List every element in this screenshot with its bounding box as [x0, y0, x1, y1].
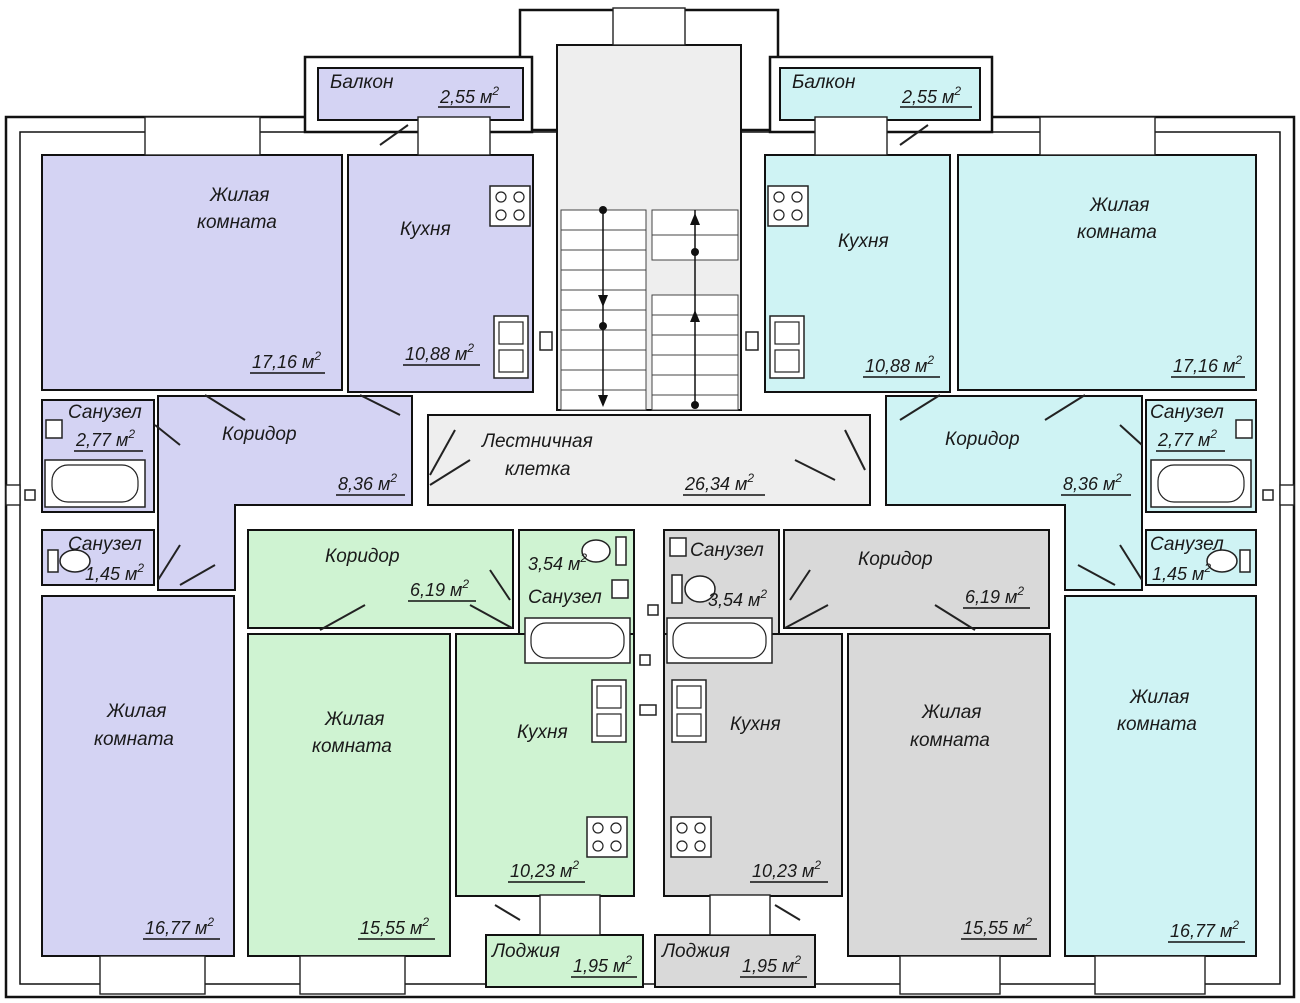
bathroom-bottom-right-area: 3,54 м2: [708, 587, 767, 610]
bathtub-icon: [666, 617, 773, 664]
corridor-bottom-right: [783, 529, 1050, 629]
toilet-icon: [47, 549, 91, 573]
kitchen-bottom-left-name: Кухня: [517, 722, 568, 743]
corridor-top-right-name: Коридор: [945, 429, 1020, 450]
stair-hall-name2: клетка: [505, 459, 570, 480]
living-room-top-left-area: 17,16 м2: [252, 349, 321, 372]
toilet-icon: [671, 574, 716, 604]
wc-left-area: 1,45 м2: [85, 561, 144, 584]
kitchen-top-right-area: 10,88 м2: [865, 353, 934, 376]
living-room-bottom-left: [41, 595, 235, 957]
living-room-bottom-left-area: 16,77 м2: [145, 915, 214, 938]
living-room-bottom-right-name2: комната: [1117, 714, 1197, 735]
corridor-bottom-left: [247, 529, 514, 629]
living-room-bottom-middle-left-area: 15,55 м2: [360, 915, 429, 938]
balcony-right: [779, 67, 981, 121]
kitchen-top-left-area: 10,88 м2: [405, 341, 474, 364]
balcony-right-name: Балкон: [792, 72, 856, 93]
stove-icon: [670, 816, 712, 858]
stair-hall: [427, 414, 871, 506]
corridor-bottom-left-name: Коридор: [325, 546, 400, 567]
living-room-bottom-right-area: 16,77 м2: [1170, 918, 1239, 941]
windows: [5, 7, 1295, 995]
kitchen-bottom-right-area: 10,23 м2: [752, 858, 821, 881]
loggia-left-area: 1,95 м2: [573, 953, 632, 976]
stove-icon: [489, 185, 531, 227]
wc-left-name: Санузел: [68, 534, 142, 555]
corridor-bottom-right-name: Коридор: [858, 549, 933, 570]
living-room-bottom-left-name2: комната: [94, 729, 174, 750]
living-room-bottom-left-name: Жилая: [106, 701, 166, 722]
bathroom-top-right-name: Санузел: [1150, 402, 1224, 423]
living-room-top-left-name2: комната: [197, 212, 277, 233]
kitchen-bottom-left-area: 10,23 м2: [510, 858, 579, 881]
corridor-top-right-area: 8,36 м2: [1063, 471, 1122, 494]
sink-icon: [769, 315, 805, 379]
stairs: [560, 206, 739, 411]
fixtures: [44, 185, 1253, 858]
living-room-bottom-right: [1064, 595, 1257, 957]
balcony-left-name: Балкон: [330, 72, 394, 93]
room-labels: Балкон 2,55 м2 Балкон 2,55 м2 Жилая комн…: [68, 72, 1245, 978]
bathroom-bottom-right-name: Санузел: [690, 540, 764, 561]
stove-icon: [586, 816, 628, 858]
toilet-icon: [1206, 549, 1251, 573]
wc-right-name: Санузел: [1150, 534, 1224, 555]
bathtub-icon: [524, 617, 631, 664]
kitchen-top-right-name: Кухня: [838, 231, 889, 252]
kitchen-top-left-name: Кухня: [400, 219, 451, 240]
living-room-top-left-name: Жилая: [209, 185, 269, 206]
stair-hall-area: 26,34 м2: [684, 471, 754, 494]
loggia-left: [485, 934, 644, 988]
loggia-left-name: Лоджия: [490, 941, 560, 962]
stair-hall-name: Лестничная: [480, 431, 593, 452]
sink-icon: [493, 315, 529, 379]
bathroom-top-left-area: 2,77 м2: [75, 427, 135, 450]
corridor-top-left-name: Коридор: [222, 424, 297, 445]
stove-icon: [767, 185, 809, 227]
corridor-top-left-area: 8,36 м2: [338, 471, 397, 494]
balcony-right-area: 2,55 м2: [901, 84, 961, 107]
corridor-bottom-right-area: 6,19 м2: [965, 584, 1024, 607]
living-room-top-right-area: 17,16 м2: [1173, 353, 1242, 376]
balcony-left-area: 2,55 м2: [439, 84, 499, 107]
bathroom-top-right-area: 2,77 м2: [1157, 427, 1217, 450]
living-room-top-right-name: Жилая: [1089, 195, 1149, 216]
living-room-bottom-middle-left-name2: комната: [312, 736, 392, 757]
corridor-top-left: [157, 395, 413, 591]
loggia-right-area: 1,95 м2: [742, 953, 801, 976]
toilet-icon: [581, 536, 627, 566]
living-room-bottom-middle-right-name: Жилая: [921, 702, 981, 723]
corridor-top-right: [885, 395, 1143, 591]
bathroom-bottom-left-name: Санузел: [528, 587, 602, 608]
bathroom-bottom-left-area: 3,54 м2: [528, 551, 587, 574]
wc-right-area: 1,45 м2: [1152, 561, 1211, 584]
kitchen-bottom-right-name: Кухня: [730, 714, 781, 735]
loggia-right: [654, 934, 816, 988]
shafts: [24, 331, 1274, 716]
living-room-top-right-name2: комната: [1077, 222, 1157, 243]
living-room-bottom-middle-right: [847, 633, 1051, 957]
bathtub-icon: [44, 459, 146, 508]
living-room-bottom-middle-right-area: 15,55 м2: [963, 915, 1032, 938]
doors: [154, 124, 1143, 921]
living-room-top-left: [41, 154, 343, 391]
bathroom-top-left-name: Санузел: [68, 402, 142, 423]
living-room-top-right: [957, 154, 1257, 391]
living-room-bottom-middle-right-name2: комната: [910, 730, 990, 751]
sink-icon: [671, 679, 707, 743]
living-room-bottom-middle-left: [247, 633, 451, 957]
bathtub-icon: [1150, 459, 1252, 508]
corridor-bottom-left-area: 6,19 м2: [410, 577, 469, 600]
room-fills: [41, 44, 1257, 988]
kitchen-bottom-left: [455, 633, 635, 897]
wc-right: [1145, 529, 1257, 586]
loggia-right-name: Лоджия: [660, 941, 730, 962]
living-room-bottom-middle-left-name: Жилая: [324, 709, 384, 730]
sink-icon: [591, 679, 627, 743]
living-room-bottom-right-name: Жилая: [1129, 687, 1189, 708]
